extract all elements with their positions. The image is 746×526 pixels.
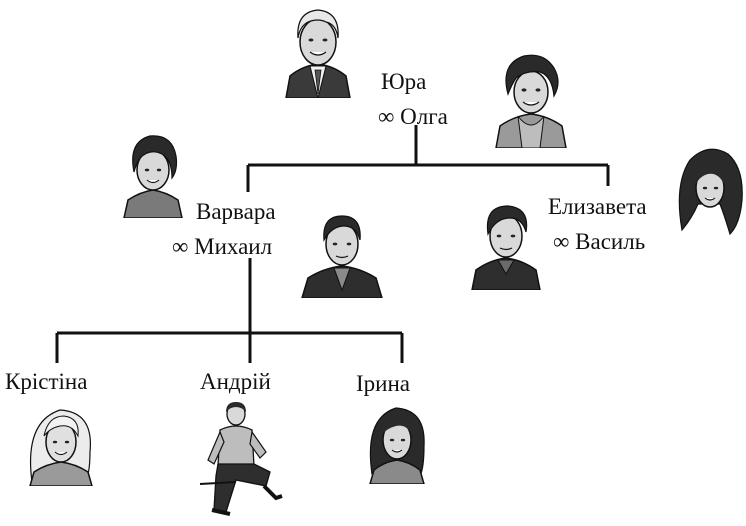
mikhail-name: ∞ Михаил (172, 234, 273, 259)
vasyl-name: ∞ Василь (553, 229, 646, 254)
yura-portrait (285, 9, 351, 98)
vasyl-portrait (471, 205, 541, 290)
varvara-portrait (123, 135, 183, 218)
child-name-iryna: Ірина (356, 371, 410, 396)
mikhail-portrait (301, 215, 383, 298)
grandmother-name: ∞ Олга (378, 104, 448, 129)
iryna-portrait (369, 407, 425, 484)
grandfather-name: Юра (381, 69, 427, 94)
elizaveta-name: Елизавета (548, 194, 647, 219)
andriy-portrait (199, 402, 283, 516)
varvara-name: Варвара (196, 199, 276, 224)
kristina-portrait (29, 409, 93, 486)
olga-portrait (495, 54, 567, 148)
child-name-andriy: Андрій (200, 369, 271, 394)
child-name-kristina: Крістіна (5, 369, 88, 394)
elizaveta-portrait (678, 148, 743, 236)
